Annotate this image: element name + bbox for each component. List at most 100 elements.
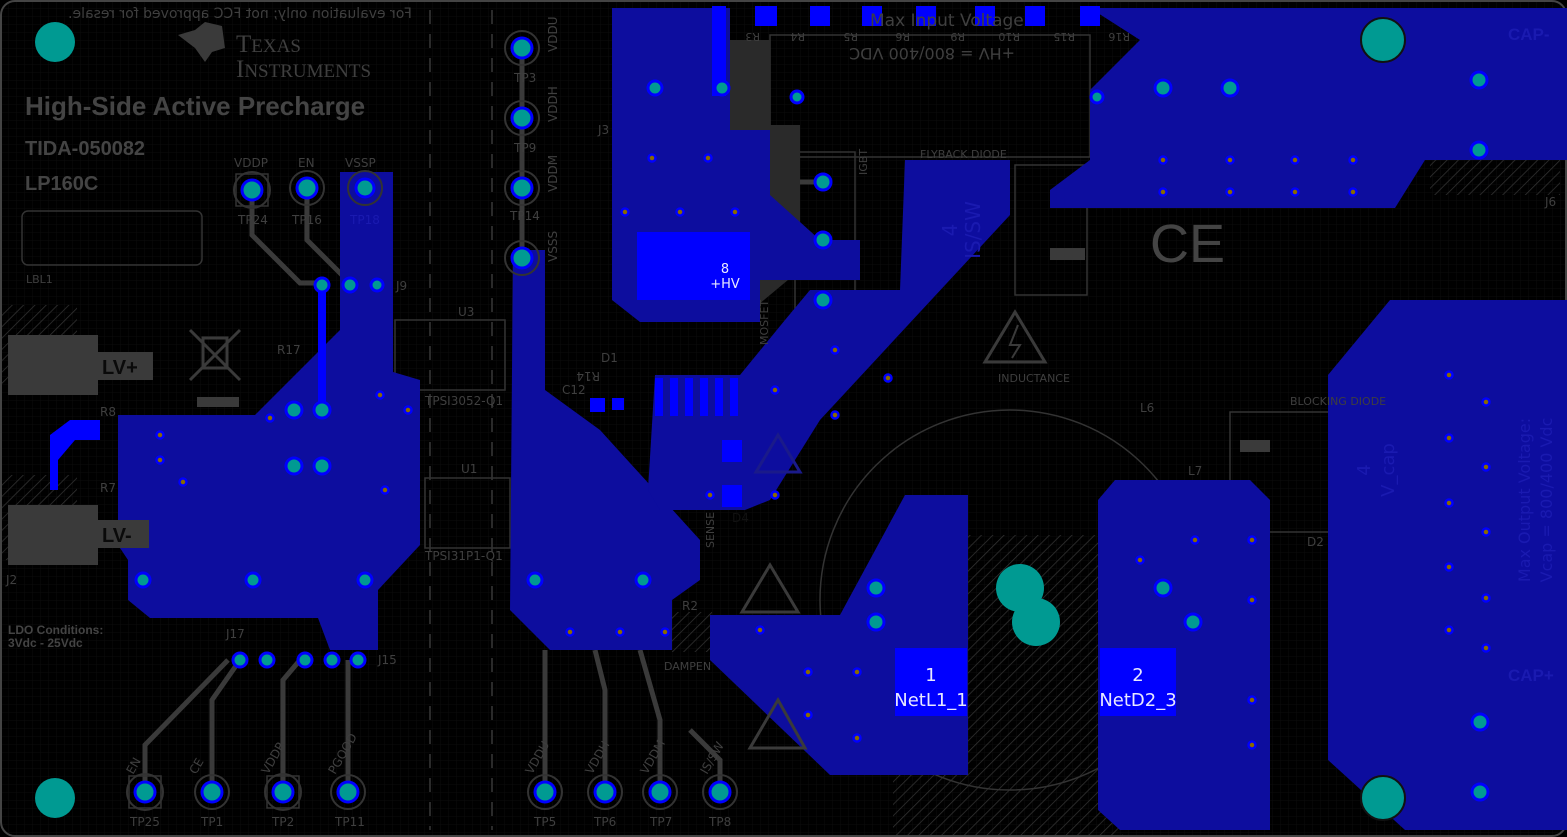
svg-text:INDUCTANCE: INDUCTANCE xyxy=(998,372,1070,385)
part-number: TIDA-050082 xyxy=(25,138,145,160)
svg-text:VDDP: VDDP xyxy=(234,156,268,170)
via xyxy=(1444,433,1454,443)
via xyxy=(1481,462,1491,472)
board-title: High-Side Active Precharge xyxy=(25,91,365,121)
ldo-conditions: LDO Conditions: xyxy=(8,623,103,637)
net-label-l1: NetL1_1 xyxy=(894,690,968,711)
revision-code: LP160C xyxy=(25,173,98,195)
high-voltage-warning-icon xyxy=(753,432,803,474)
copper-netd2 xyxy=(1098,480,1270,830)
svg-text:SENSE: SENSE xyxy=(704,512,717,548)
svg-text:D4: D4 xyxy=(732,511,749,525)
via xyxy=(675,207,685,217)
via xyxy=(1290,187,1300,197)
via xyxy=(883,373,893,383)
net-label-d2: NetD2_3 xyxy=(1099,690,1176,711)
svg-text:R15: R15 xyxy=(1053,30,1075,43)
svg-text:TP2: TP2 xyxy=(271,815,294,829)
svg-text:C12: C12 xyxy=(562,383,586,397)
svg-text:4: 4 xyxy=(1354,464,1375,475)
via xyxy=(1444,625,1454,635)
svg-text:R10: R10 xyxy=(998,30,1020,43)
via xyxy=(1444,498,1454,508)
svg-text:1: 1 xyxy=(925,665,936,686)
svg-text:VSSS: VSSS xyxy=(546,231,560,262)
max-input-header: Max Input Voltage xyxy=(870,11,1024,31)
via xyxy=(647,153,657,163)
svg-text:U3: U3 xyxy=(458,305,474,319)
svg-text:TP8: TP8 xyxy=(708,815,731,829)
svg-text:VDDM: VDDM xyxy=(546,155,560,192)
svg-text:4: 4 xyxy=(938,224,962,237)
svg-text:U1: U1 xyxy=(461,462,477,476)
via xyxy=(803,710,813,720)
svg-text:D2: D2 xyxy=(1307,535,1324,549)
svg-text:TP5: TP5 xyxy=(533,815,556,829)
via xyxy=(1247,595,1257,605)
svg-text:TPSI3052-Q1: TPSI3052-Q1 xyxy=(424,394,503,408)
svg-text:TP7: TP7 xyxy=(649,815,672,829)
via xyxy=(830,345,840,355)
via xyxy=(660,627,670,637)
via xyxy=(755,625,765,635)
via xyxy=(1444,370,1454,380)
svg-text:R7: R7 xyxy=(100,481,116,495)
net-label-isw: IS/SW xyxy=(961,201,985,259)
caution-warning-icon xyxy=(747,696,808,750)
via xyxy=(178,477,188,487)
via xyxy=(1290,155,1300,165)
copper-isw xyxy=(648,160,1010,510)
copper-hv-return xyxy=(1050,8,1567,208)
svg-text:Vcap = 800/400 Vdc: Vcap = 800/400 Vdc xyxy=(1537,418,1556,583)
via xyxy=(803,667,813,677)
svg-text:2: 2 xyxy=(1132,665,1143,686)
svg-text:IGBT: IGBT xyxy=(857,149,870,175)
silkscreen-text: For evaluation only; not FCC approved fo… xyxy=(5,6,1556,829)
via xyxy=(1247,695,1257,705)
via xyxy=(730,207,740,217)
svg-text:TP6: TP6 xyxy=(593,815,616,829)
via xyxy=(1481,397,1491,407)
svg-text:TP24: TP24 xyxy=(237,213,268,227)
via xyxy=(770,490,780,500)
via xyxy=(770,385,780,395)
svg-text:R14: R14 xyxy=(576,369,600,383)
svg-text:TP3: TP3 xyxy=(513,71,536,85)
ce-mark: CE xyxy=(1150,214,1225,274)
svg-text:TP14: TP14 xyxy=(509,209,540,223)
svg-text:L7: L7 xyxy=(1188,464,1202,478)
via xyxy=(615,627,625,637)
svg-text:R2: R2 xyxy=(682,599,698,613)
via xyxy=(1481,643,1491,653)
via xyxy=(380,485,390,495)
via xyxy=(1225,155,1235,165)
svg-text:INSTRUMENTS: INSTRUMENTS xyxy=(236,56,371,83)
svg-text:J3: J3 xyxy=(597,123,609,137)
svg-text:J2: J2 xyxy=(5,573,17,587)
svg-text:R9: R9 xyxy=(950,30,965,43)
test-points[interactable] xyxy=(126,30,1490,811)
max-input-voltage: +HV = 800/400 VDC xyxy=(849,44,1015,63)
svg-text:R6: R6 xyxy=(895,30,910,43)
svg-text:TP1: TP1 xyxy=(200,815,223,829)
lv-plus-label: LV+ xyxy=(102,357,138,379)
svg-text:MOSFET: MOSFET xyxy=(758,300,771,345)
svg-text:8: 8 xyxy=(721,262,729,277)
svg-text:TEXAS: TEXAS xyxy=(236,31,301,58)
svg-text:VDDH: VDDH xyxy=(546,86,560,122)
svg-text:D1: D1 xyxy=(601,351,618,365)
cap-plus-label: CAP+ xyxy=(1508,666,1554,685)
high-voltage-warning-icon xyxy=(982,309,1048,364)
svg-text:R4: R4 xyxy=(790,30,805,43)
via xyxy=(1225,187,1235,197)
svg-text:TP9: TP9 xyxy=(513,141,536,155)
svg-text:VDDU: VDDU xyxy=(546,17,560,52)
hot-surface-warning-icon xyxy=(739,562,801,614)
weee-bin-icon xyxy=(188,328,242,382)
svg-text:L6: L6 xyxy=(1140,401,1154,415)
svg-text:TP16: TP16 xyxy=(291,213,322,227)
via xyxy=(1247,535,1257,545)
via xyxy=(852,667,862,677)
via xyxy=(1247,740,1257,750)
